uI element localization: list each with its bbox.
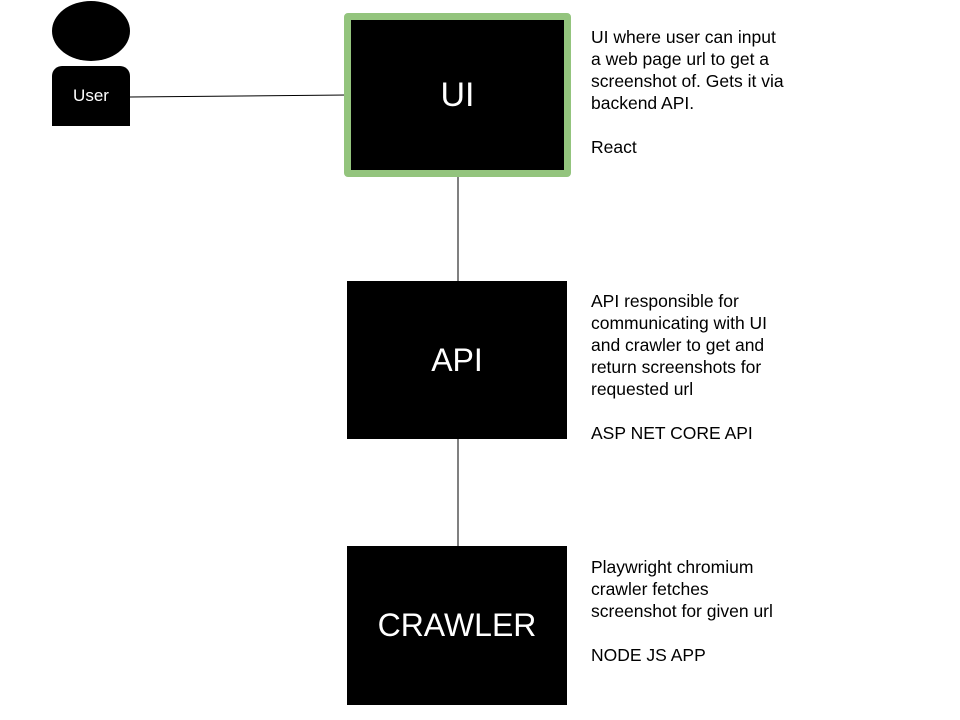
crawler-box-label: CRAWLER xyxy=(377,607,537,643)
ui-box-label: UI xyxy=(440,75,475,114)
user-head-shape xyxy=(52,1,130,61)
user-actor: User xyxy=(52,66,130,126)
api-box: API xyxy=(347,281,567,439)
api-box-label: API xyxy=(431,341,483,378)
api-description: API responsible for communicating with U… xyxy=(591,291,768,443)
user-label: User xyxy=(73,86,109,105)
ui-box: UI xyxy=(344,13,571,177)
ui-description: UI where user can input a web page url t… xyxy=(591,27,784,157)
user-ui-connector xyxy=(129,94,348,98)
crawler-box: CRAWLER xyxy=(347,546,567,705)
crawler-description: Playwright chromium crawler fetches scre… xyxy=(591,557,773,665)
